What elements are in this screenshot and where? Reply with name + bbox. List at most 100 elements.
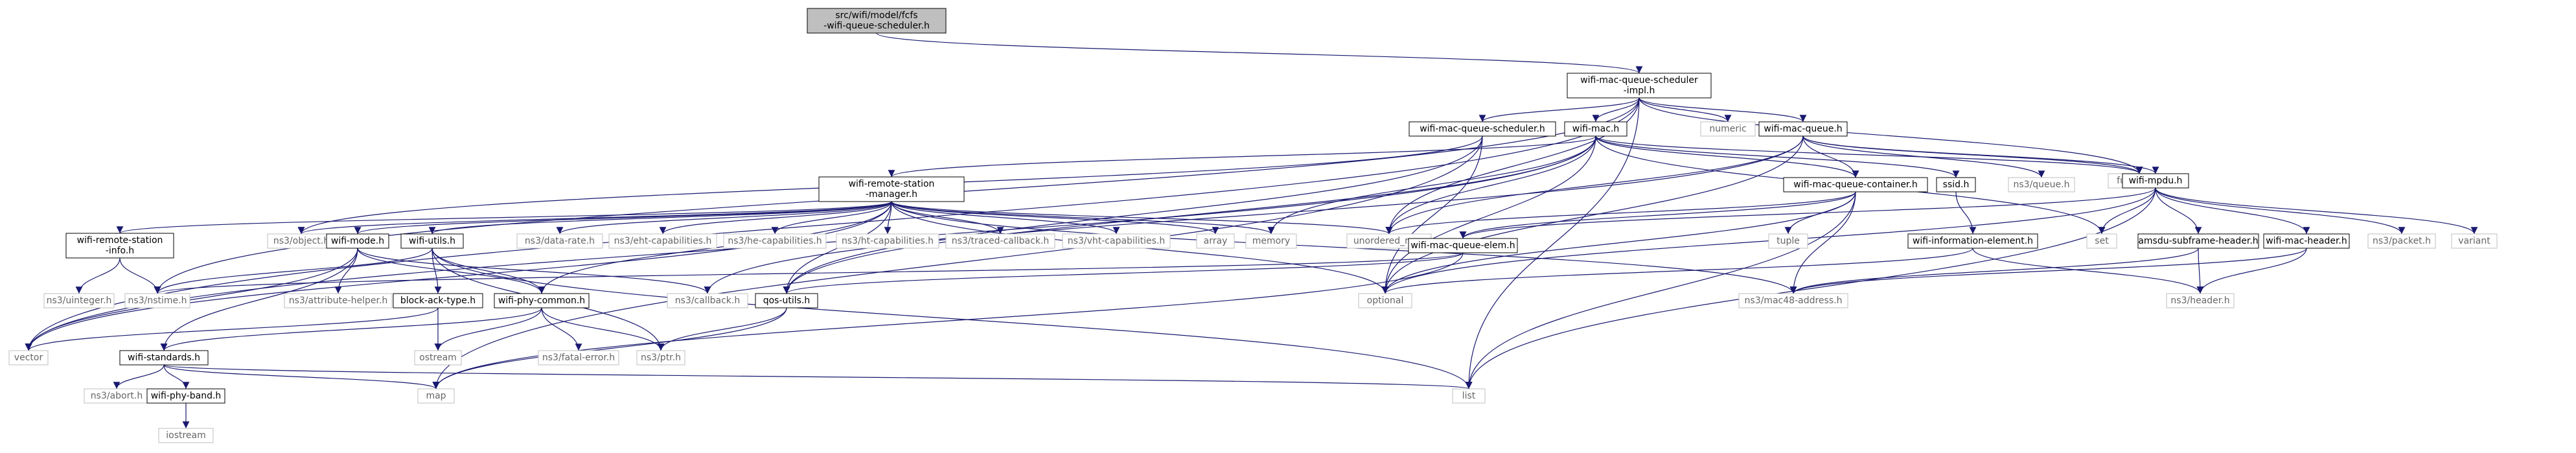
edge-rsm-to-datarate [556,201,892,235]
node-header-label-line: ns3/header.h [2170,296,2229,306]
node-vector-box [8,350,49,366]
node-machdr-label-line: wifi-mac-header.h [2266,236,2347,246]
edge-mac-to-optional [1381,135,1596,294]
edge-machdr-to-header [2196,248,2307,294]
node-machdr[interactable]: wifi-mac-header.h [2263,233,2350,249]
node-mpdu[interactable]: wifi-mpdu.h [2122,173,2189,189]
edge-impl-to-queue [1639,97,1807,122]
node-ptr-box [636,350,685,366]
edge-mac-to-rsm [888,135,1596,178]
node-datarate-box [516,233,603,249]
node-packet: ns3/packet.h [2367,233,2436,249]
node-memory-box [1245,233,1297,249]
node-utils-label-line: wifi-utils.h [409,236,455,246]
node-callback-label-line: ns3/callback.h [675,296,740,306]
node-phycommon[interactable]: wifi-phy-common.h [494,293,590,308]
node-mode[interactable]: wifi-mode.h [326,233,389,249]
node-hecap-box [723,233,827,249]
node-abort: ns3/abort.h [84,388,150,404]
edge-qcont-to-elem [1459,191,1856,239]
node-mac[interactable]: wifi-mac.h [1564,121,1627,137]
edge-queue-to-functional [1802,135,2143,174]
header-nodes: src/wifi/model/fcfs-wifi-queue-scheduler… [8,8,2498,443]
node-abort-label-line: ns3/abort.h [91,391,143,401]
edge-rsinfo-to-nstime [119,257,161,294]
edge-impl-to-vector [25,97,1640,351]
node-vhtcap-label-line: ns3/vht-capabilities.h [1068,236,1165,246]
edge-infoelem-to-header [1972,248,2204,294]
dependency-edges [25,32,2478,428]
edge-rsinfo-to-uinteger [75,257,121,294]
node-queue[interactable]: wifi-mac-queue.h [1758,121,1848,137]
node-nstime-label-line: ns3/nstime.h [128,296,187,306]
edge-impl-to-list [1465,97,1640,389]
node-utils[interactable]: wifi-utils.h [400,233,464,249]
node-traced-box [945,233,1055,249]
node-ssid[interactable]: ssid.h [1936,177,1976,192]
node-hecap-label-line: ns3/he-capabilities.h [728,236,822,246]
node-array-label-line: array [1204,236,1228,246]
node-packet-label-line: ns3/packet.h [2373,236,2431,246]
node-queue-label-line: wifi-mac-queue.h [1764,124,1842,134]
node-root[interactable]: src/wifi/model/fcfs-wifi-queue-scheduler… [807,8,947,34]
node-uinteger-box [43,293,115,308]
node-rsinfo[interactable]: wifi-remote-station-info.h [65,233,174,259]
node-qosutils-label-line: qos-utils.h [763,296,811,306]
node-uinteger: ns3/uinteger.h [43,293,115,308]
node-phycommon-label-line: wifi-phy-common.h [498,296,585,306]
node-hecap: ns3/he-capabilities.h [723,233,827,249]
node-rsm-label-line: wifi-remote-station [849,179,935,189]
node-qosutils[interactable]: qos-utils.h [755,293,818,308]
node-qcont-label-line: wifi-mac-queue-container.h [1793,180,1917,190]
node-nsqueue-box [2008,177,2075,192]
node-amsdu[interactable]: amsdu-subframe-header.h [2137,233,2259,249]
edge-machdr-to-mac48 [1789,248,2307,294]
node-tuple: tuple [1768,233,1808,249]
node-impl[interactable]: wifi-mac-queue-scheduler-impl.h [1567,73,1712,99]
edge-rsm-to-mac48 [891,201,1797,294]
node-htcap-label-line: ns3/ht-capabilities.h [842,236,934,246]
node-elem[interactable]: wifi-mac-queue-elem.h [1408,238,1518,253]
node-standards[interactable]: wifi-standards.h [119,350,209,366]
node-attrhelper-box [284,293,393,308]
node-tuple-label-line: tuple [1777,236,1800,246]
node-blockack[interactable]: block-ack-type.h [393,293,483,308]
node-qcont[interactable]: wifi-mac-queue-container.h [1783,177,1928,192]
node-phycommon-box [494,293,590,308]
node-variant-label-line: variant [2458,236,2490,246]
edge-elem-to-nstime [154,252,1464,294]
node-vhtcap: ns3/vht-capabilities.h [1062,233,1171,249]
node-rsm[interactable]: wifi-remote-station-manager.h [818,176,965,202]
node-nstime-box [124,293,190,308]
node-packet-box [2367,233,2436,249]
node-band[interactable]: wifi-phy-band.h [146,388,225,404]
node-optional-box [1358,293,1412,308]
edge-mode-to-callback [357,248,711,294]
edge-phycommon-to-ptr [541,307,665,351]
node-sched[interactable]: wifi-mac-queue-scheduler.h [1409,121,1556,137]
node-infoelem[interactable]: wifi-information-element.h [1907,233,2038,249]
node-rsinfo-label-line: wifi-remote-station [77,235,163,246]
node-memory-label-line: memory [1252,236,1291,246]
node-callback-box [667,293,748,308]
node-callback: ns3/callback.h [667,293,748,308]
edge-queue-to-optional [1381,135,1804,294]
node-rsinfo-label-line: -info.h [106,246,134,256]
node-numeric: numeric [1700,121,1756,137]
edge-queue-to-callback [704,135,1804,294]
edge-elem-to-map [432,252,1464,389]
edge-sched-to-qosutils [783,135,1483,294]
node-optional-label-line: optional [1367,296,1404,306]
node-elem-label-line: wifi-mac-queue-elem.h [1410,240,1515,251]
node-uinteger-label-line: ns3/uinteger.h [47,296,112,306]
node-attrhelper: ns3/attribute-helper.h [284,293,393,308]
edge-qcont-to-list [1465,191,1856,389]
node-memory: memory [1245,233,1297,249]
node-qcont-box [1783,177,1928,192]
node-object: ns3/object.h [267,233,336,249]
edge-mac-to-functional [1595,135,2143,174]
edge-mode-to-attrhelper [334,248,358,294]
node-nstime: ns3/nstime.h [124,293,190,308]
edge-rsm-to-rsinfo [117,201,892,234]
